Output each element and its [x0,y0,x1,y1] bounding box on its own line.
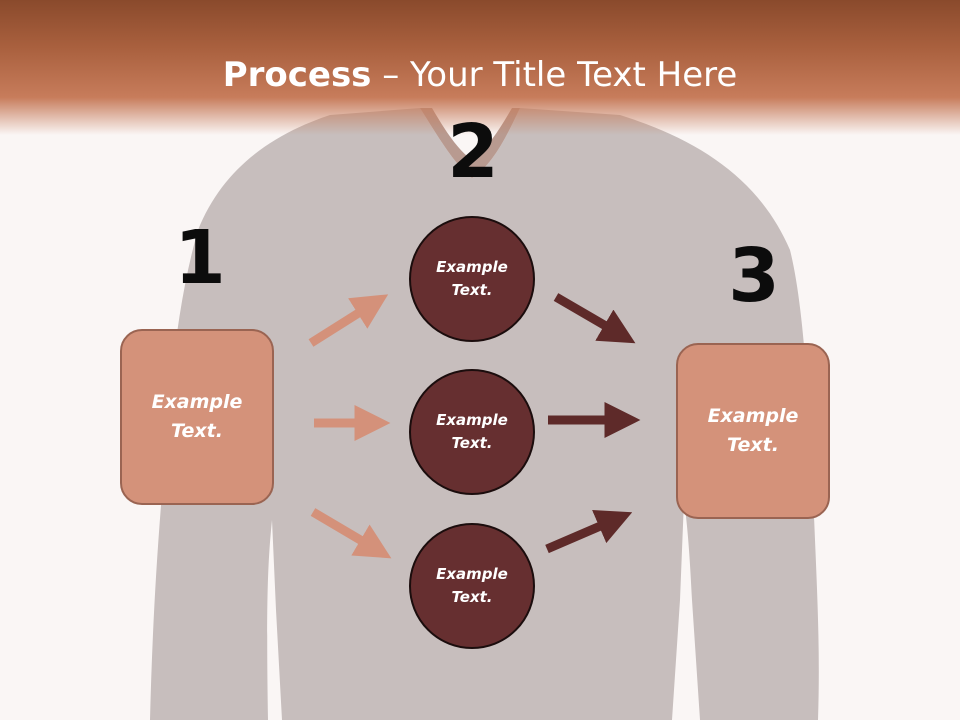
process-circle-middle: Example Text. [409,369,535,495]
output-box-text: Example Text. [707,405,799,456]
slide-title-keyword: Process [222,55,372,95]
arrow-input-to-bottom [310,508,392,559]
input-box: Example Text. [120,329,274,505]
step-number-1: 1 [174,215,226,301]
arrow-top-to-output [553,293,636,344]
slide-title-text: – Your Title Text Here [371,55,738,95]
process-circle-bottom: Example Text. [409,523,535,649]
arrow-bottom-to-output [545,510,633,554]
slide-title: Process – Your Title Text Here [0,52,960,98]
process-circle-top-text: Example Text. [436,258,508,299]
title-band [0,0,960,135]
output-box: Example Text. [676,343,830,519]
step-number-2: 2 [447,109,499,195]
process-circle-bottom-text: Example Text. [436,565,508,606]
arrow-input-to-top [308,294,389,347]
step-number-3: 3 [728,233,780,319]
process-circle-top: Example Text. [409,216,535,342]
input-box-text: Example Text. [151,391,243,442]
process-circle-middle-text: Example Text. [436,411,508,452]
